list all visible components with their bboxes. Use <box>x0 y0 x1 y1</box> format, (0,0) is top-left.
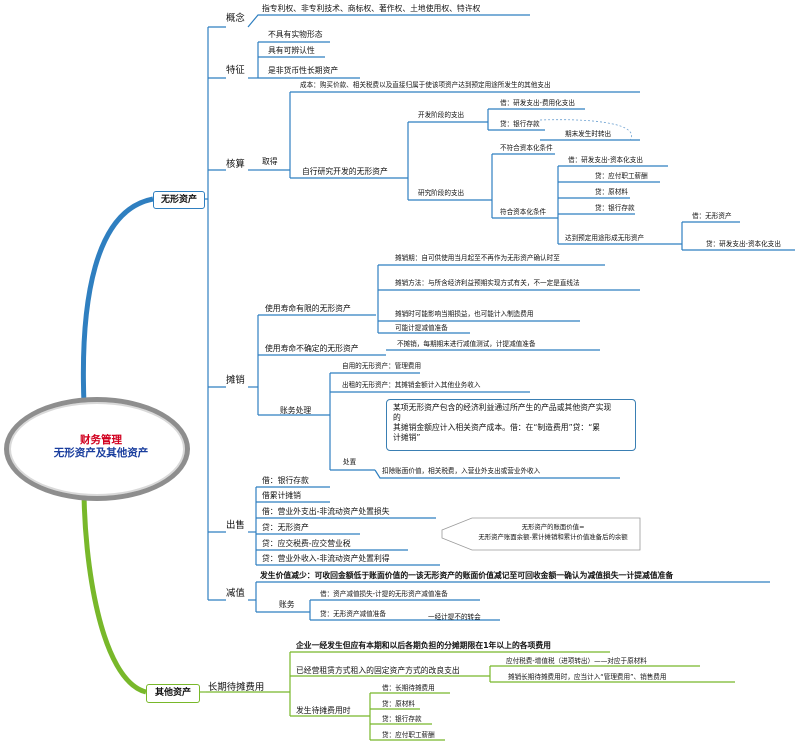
node-dev-stage[interactable]: 开发阶段的支出 <box>418 111 465 119</box>
branch-intangible-assets[interactable]: 无形资产 <box>153 191 205 209</box>
sale-entry: 借：银行存款 <box>262 476 309 485</box>
node-qualified[interactable]: 符合资本化条件 <box>500 208 547 216</box>
node-concept[interactable]: 概念 <box>226 13 245 24</box>
long-term-definition: 企业一经发生但应有本期和以后各期负担的分摊期限在1年以上的各项费用 <box>296 641 551 650</box>
finite-item: 摊销时可能影响当期损益，也可能计入制造费用 <box>395 310 534 318</box>
occur-entry: 贷：银行存款 <box>382 715 422 723</box>
qualified-entry: 借：研发支出-资本化支出 <box>568 156 643 164</box>
impairment-note: 一经计提不的转会 <box>428 613 481 621</box>
not-qualified: 不符合资本化条件 <box>500 144 553 152</box>
book-value-callout: 无形资产的账面价值= 无形资产账面余额-累计摊销和累计价值准备后的余额 <box>472 522 634 548</box>
treatment-note: 某项无形资产包含的经济利益通过所产生的产品或其他资产实现 的 其摊销金额应计入相… <box>386 399 636 451</box>
node-amortization[interactable]: 摊销 <box>226 375 245 386</box>
node-long-term-prepaid[interactable]: 长期待摊费用 <box>208 682 265 693</box>
root-title: 财务管理 <box>80 434 122 446</box>
disposal-text: 扣除账面价值，相关税费，入营业外支出或营业外收入 <box>382 467 541 475</box>
branch-other-assets[interactable]: 其他资产 <box>146 684 200 703</box>
lease-item: 应付税费-增值税（进项转出）——对应于原材料 <box>506 657 647 665</box>
occur-entry: 贷：原材料 <box>382 700 415 708</box>
finite-item: 摊销期：自可供使用当月起至不再作为无形资产确认时至 <box>395 254 560 262</box>
dev-debit: 借：研发支出-费用化支出 <box>500 99 575 107</box>
impairment-credit: 贷：无形资产减值准备 <box>320 610 386 618</box>
dev-credit: 贷：银行存款 <box>500 120 540 128</box>
note-line: 计摊销” <box>393 433 421 442</box>
lease-item: 摊销长期待摊费用时，应当计入“管理费用”、销售费用 <box>508 673 667 681</box>
qualified-entry: 贷：原材料 <box>595 188 628 196</box>
sale-entry: 贷：应交税费-应交营业税 <box>262 539 351 548</box>
impairment-debit: 借：资产减值损失-计提的无形资产减值准备 <box>320 590 448 598</box>
node-occur-prepaid[interactable]: 发生待摊费用时 <box>296 706 351 715</box>
callout-line: 无形资产的账面价值= <box>521 523 585 531</box>
node-treatment[interactable]: 账务处理 <box>280 406 312 415</box>
node-lease-improvement[interactable]: 已经营租赁方式租入的固定资产方式的改良支出 <box>296 666 460 675</box>
note-line: 某项无形资产包含的经济利益通过所产生的产品或其他资产实现 <box>393 403 612 412</box>
sale-entry: 借累计摊销 <box>262 491 301 500</box>
root-subtitle: 无形资产及其他资产 <box>53 447 149 459</box>
ready-debit: 借：无形资产 <box>692 212 732 220</box>
qualified-entry: 贷：银行存款 <box>595 204 635 212</box>
root-node[interactable] <box>4 397 190 501</box>
impairment-phenomenon: 发生价值减少：可收回金额低于账面价值的一该无形资产的账面价值减记至可回收金额一确… <box>260 571 674 580</box>
node-accounting[interactable]: 核算 <box>226 159 245 170</box>
treatment-item: 出租的无形资产：其摊销金额计入其他业务收入 <box>342 381 481 389</box>
note-line: 其摊销金额应计入相关资产成本。借：在“制造费用”贷：“累 <box>393 423 601 432</box>
node-impairment[interactable]: 减值 <box>226 588 245 599</box>
feature-item: 具有可辨认性 <box>268 46 315 55</box>
node-self-developed[interactable]: 自行研究开发的无形资产 <box>302 167 388 176</box>
node-indefinite-life[interactable]: 使用寿命不确定的无形资产 <box>265 344 359 353</box>
treatment-item: 自用的无形资产：管理费用 <box>342 362 422 370</box>
node-sale[interactable]: 出售 <box>226 520 245 531</box>
callout-line: 无形资产账面余额-累计摊销和累计价值准备后的余额 <box>478 533 628 541</box>
sale-entry: 贷：营业外收入-非流动资产处置利得 <box>262 554 390 563</box>
node-features[interactable]: 特征 <box>226 65 245 76</box>
node-impairment-accounting[interactable]: 账务 <box>279 600 295 609</box>
note-line: 的 <box>393 413 401 422</box>
feature-item: 是非货币性长期资产 <box>268 66 339 75</box>
sale-entry: 贷：无形资产 <box>262 523 309 532</box>
occur-entry: 借：长期待摊费用 <box>382 684 435 692</box>
node-acquire[interactable]: 取得 <box>262 157 278 166</box>
feature-item: 不具有实物形态 <box>268 30 323 39</box>
node-disposal[interactable]: 处置 <box>343 458 357 466</box>
node-finite-life[interactable]: 使用寿命有限的无形资产 <box>265 304 351 313</box>
concept-text: 指专利权、非专利技术、商标权、著作权、土地使用权、特许权 <box>262 4 481 13</box>
occur-entry: 贷：应付职工薪酬 <box>382 731 435 739</box>
finite-item: 摊销方法：与所含经济利益预期实现方式有关，不一定是直线法 <box>395 279 580 287</box>
cost-text: 成本：购买价款、相关税费以及直接归属于使该项资产达到预定用途所发生的其他支出 <box>300 81 551 89</box>
finite-item: 可能计提减值准备 <box>395 324 448 332</box>
node-research-stage[interactable]: 研究阶段的支出 <box>418 189 465 197</box>
node-ready-for-use[interactable]: 达到预定用途形成无形资产 <box>565 234 645 242</box>
indefinite-text: 不摊销，每期期末进行减值测试，计提减值准备 <box>397 340 536 348</box>
ready-credit: 贷：研发支出-资本化支出 <box>706 240 781 248</box>
qualified-entry: 贷：应付职工薪酬 <box>595 172 648 180</box>
dev-period-end: 期末发生时转出 <box>565 130 612 138</box>
sale-entry: 借：营业外支出-非流动资产处置损失 <box>262 507 390 516</box>
